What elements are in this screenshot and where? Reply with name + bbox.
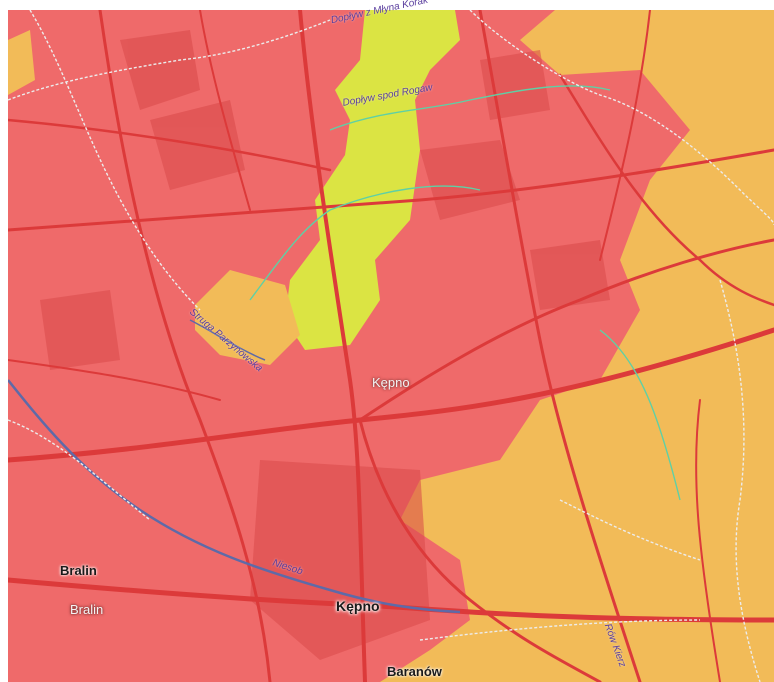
label-bralin-1[interactable]: Bralin bbox=[60, 563, 97, 578]
label-kepno-area[interactable]: Kępno bbox=[372, 375, 410, 390]
zone-low bbox=[285, 10, 460, 350]
zone-medium-corner bbox=[8, 30, 35, 95]
top-border bbox=[0, 0, 774, 10]
streams bbox=[249, 85, 681, 501]
label-kepno-city[interactable]: Kępno bbox=[336, 598, 380, 614]
rivers bbox=[7, 319, 461, 614]
left-border bbox=[0, 0, 8, 682]
admin-boundaries bbox=[7, 9, 774, 682]
zone-medium-patch bbox=[195, 270, 300, 365]
label-bralin-2[interactable]: Bralin bbox=[70, 602, 104, 617]
label-baranow[interactable]: Baranów bbox=[387, 664, 442, 679]
roads bbox=[5, 8, 774, 682]
